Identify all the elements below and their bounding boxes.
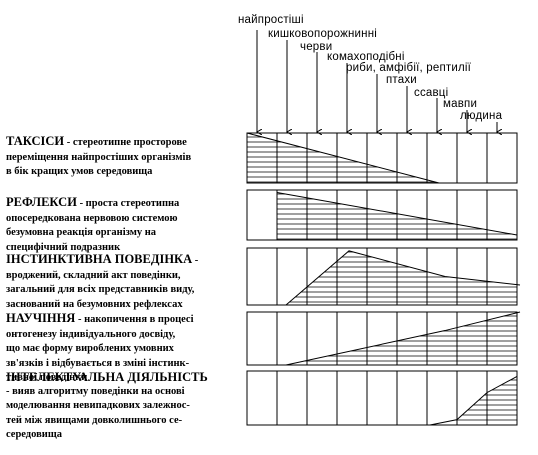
row-desc-line: переміщення найпростіших організмів: [6, 151, 192, 163]
taxon-label: черви: [300, 41, 333, 53]
row-box: [246, 311, 518, 366]
row-box: [246, 189, 518, 241]
hatch-group: [430, 379, 517, 421]
profile-line: [285, 311, 521, 366]
taxon-label: риби, амфібії, рептилії: [346, 62, 472, 74]
taxon-label: мавпи: [443, 98, 478, 110]
row-desc-line: середовища: [6, 429, 62, 440]
row-title: ІНСТИНКТИВНА ПОВЕДІНКА: [6, 252, 193, 266]
taxon-label: комахоподібні: [327, 51, 405, 63]
row-text-reflex: РЕФЛЕКСИ - проста стереотипна опосередко…: [6, 196, 179, 254]
row-desc-line: зв'язків і відбувається в зміні інстинк-: [6, 357, 190, 369]
row-title: НАУЧІННЯ: [6, 311, 76, 325]
row-box: [246, 370, 518, 426]
row-desc-line: в бік кращих умов середовища: [6, 166, 153, 177]
row-title: ТАКСІСИ: [6, 134, 65, 148]
row-desc-line: -: [192, 255, 199, 266]
row-text-instinct: ІНСТИНКТИВНА ПОВЕДІНКА - вроджений, скла…: [6, 253, 198, 311]
row-desc-line: - вияв алгоритму поведінки на основі: [6, 385, 185, 397]
row-desc-line: специфічний подразник: [6, 241, 121, 253]
taxon-label: птахи: [386, 74, 417, 86]
row-desc-line: що має форму вироблених умовних: [6, 343, 174, 354]
row-text-intellect: ІНТЕЛЕКТУАЛЬНА ДІЯЛЬНІСТЬ - вияв алгорит…: [6, 371, 208, 442]
row-text-learning: НАУЧІННЯ - накопичення в процесі онтоген…: [6, 312, 194, 385]
taxon-label: ссавці: [414, 87, 449, 99]
taxon-label: найпростіші: [238, 14, 304, 26]
row-desc-line: вроджений, складний акт поведінки,: [6, 269, 181, 281]
row-desc-line: - накопичення в процесі: [75, 314, 194, 325]
row-desc-line: заснований на безумовних рефлексах: [6, 298, 183, 310]
profile-line: [429, 375, 518, 426]
row-desc-line: - стереотипне просторове: [64, 137, 187, 148]
row-desc-line: тей між явищами довколишнього се-: [6, 414, 183, 426]
row-text-taxis: ТАКСІСИ - стереотипне просторове переміщ…: [6, 135, 191, 179]
taxon-label: людина: [460, 110, 503, 122]
row-desc-line: онтогенезу індивідуального досвіду,: [6, 328, 176, 340]
row-title: ІНТЕЛЕКТУАЛЬНА ДІЯЛЬНІСТЬ: [6, 370, 208, 384]
hatch-group: [277, 193, 517, 240]
row-title: РЕФЛЕКСИ: [6, 195, 77, 209]
row-desc-line: - проста стереотипна: [76, 198, 180, 209]
row-desc-line: опосередкована нервовою системою: [6, 212, 178, 224]
row-box: [246, 247, 518, 306]
row-box: [246, 132, 518, 184]
row-desc-line: тивної поведінки: [6, 372, 88, 383]
taxon-label: кишковопорожнинні: [268, 28, 378, 40]
row-desc-line: моделювання невипадкових залежнос-: [6, 400, 190, 411]
profile-line: [246, 132, 440, 184]
row-desc-line: загальний для всіх представників виду,: [6, 284, 195, 295]
row-desc-line: безумовна реакція організму на: [6, 227, 157, 238]
